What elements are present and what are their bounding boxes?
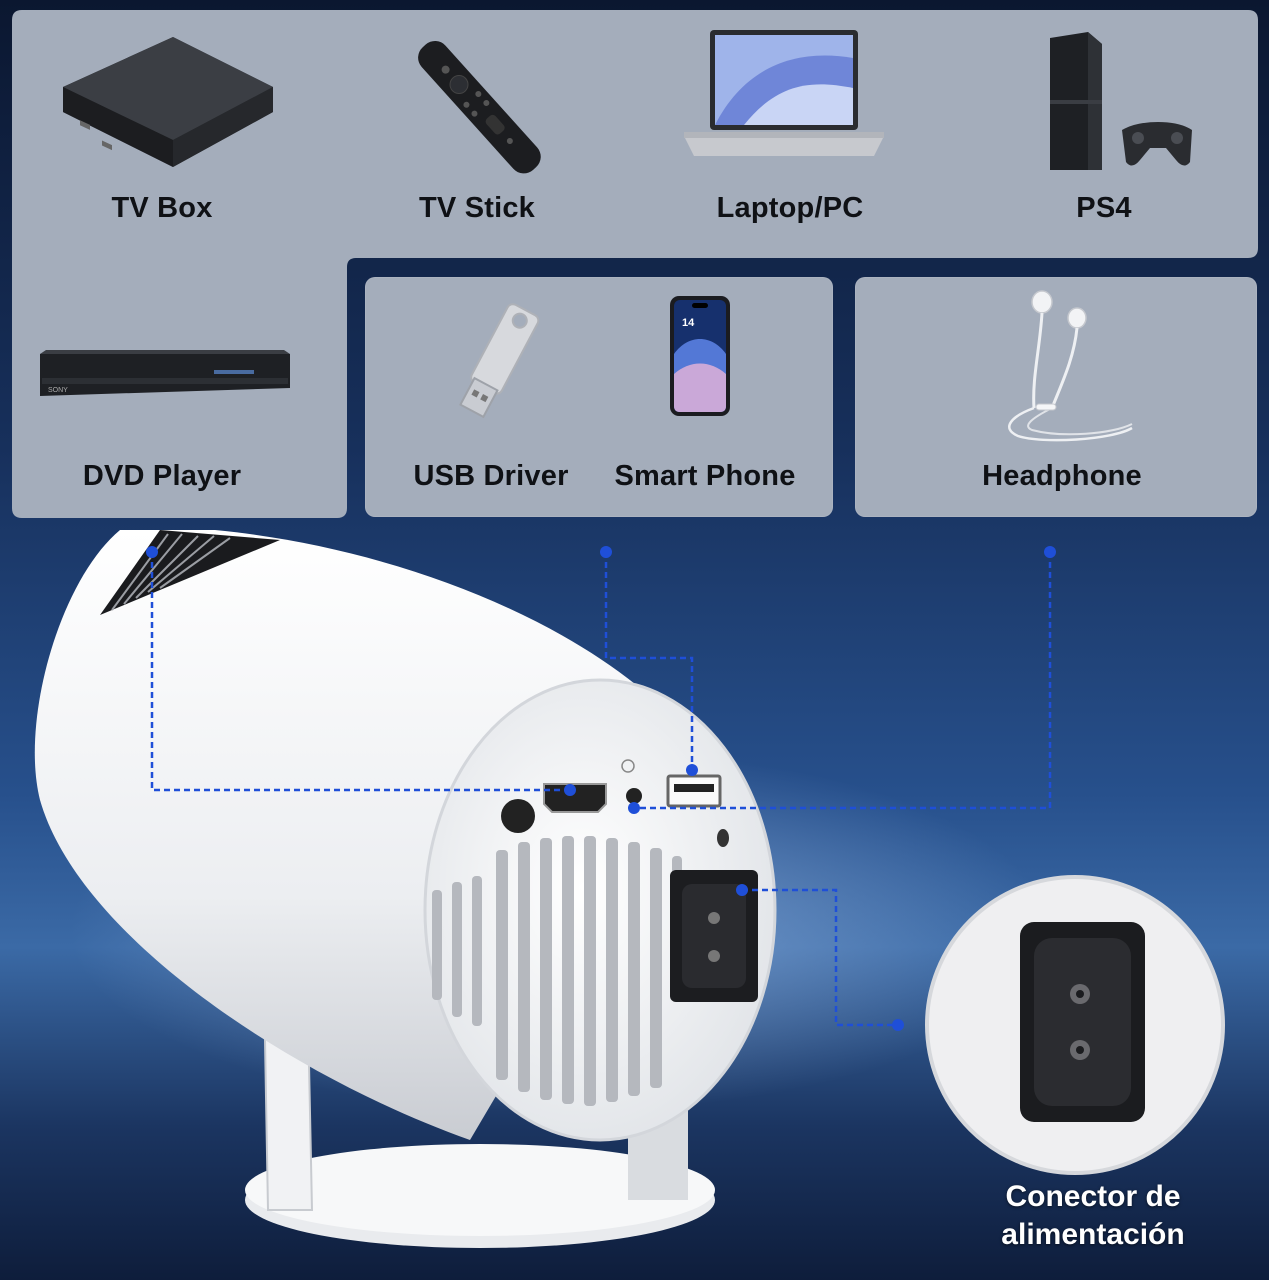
laptop-label: Laptop/PC [716,192,864,224]
caption-line-2: alimentación [1001,1218,1185,1251]
usb-driver-label: USB Driver [413,460,569,492]
tv-box-label: TV Box [111,192,213,224]
tv-stick-icon [418,40,541,174]
smart-phone-icon: 14 [670,296,730,416]
device-panel-background [12,10,1258,518]
caption-line-1: Conector de [1005,1180,1181,1213]
laptop-icon [684,30,884,156]
usb-phone-panel [365,277,833,517]
dvd-player-icon: SONY [40,350,290,396]
ps4-icon [1050,32,1192,170]
projector-illustration [34,530,1225,1248]
power-connector-caption: Conector de alimentación [962,1178,1224,1254]
svg-text:SONY: SONY [48,387,68,394]
ps4-label: PS4 [1076,192,1132,224]
tv-stick-label: TV Stick [418,192,536,224]
headphone-icon [1008,290,1133,442]
dvd-player-label: DVD Player [82,460,242,492]
svg-text:14: 14 [682,317,695,329]
tv-box-icon [63,37,273,167]
usb-drive-icon [459,303,540,419]
smart-phone-label: Smart Phone [614,460,796,492]
headphone-label: Headphone [982,460,1142,492]
